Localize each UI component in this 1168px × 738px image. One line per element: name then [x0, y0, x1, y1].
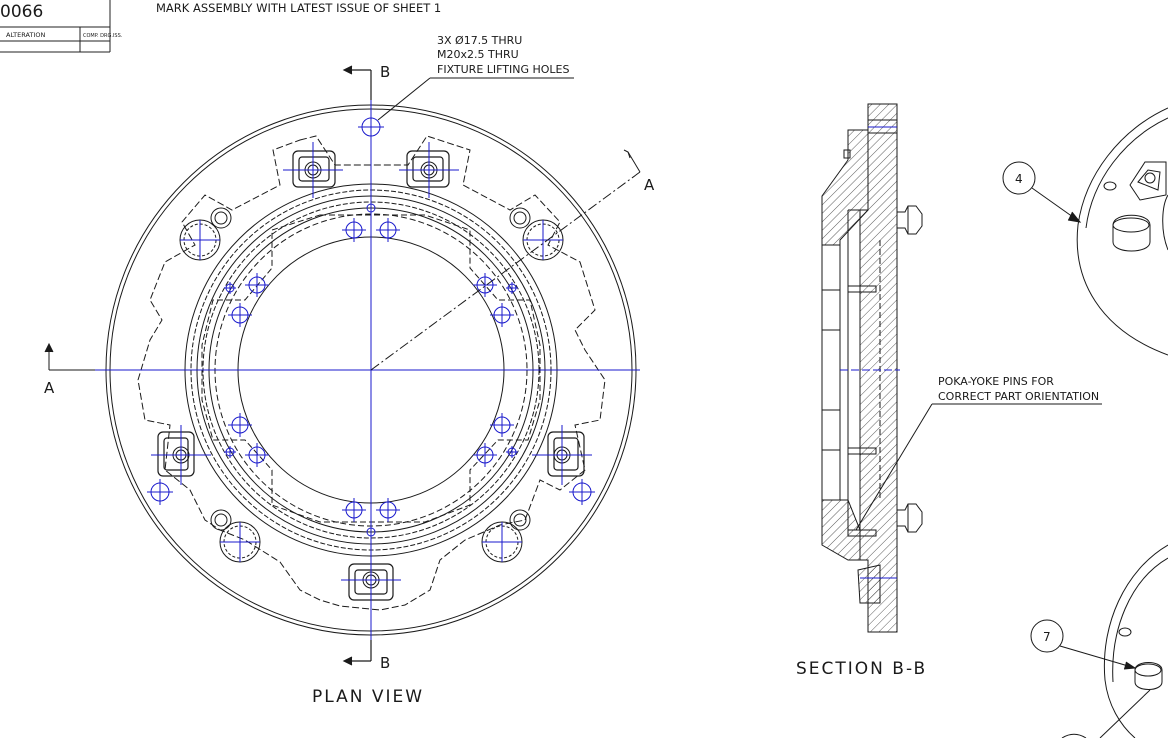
inner-cog-profile — [201, 214, 541, 523]
title-block-alteration-header: ALTERATION — [6, 31, 45, 39]
section-mark-a-left: A — [44, 379, 55, 397]
lifting-holes-leader — [377, 77, 574, 121]
section-b-cut-marks — [342, 65, 372, 666]
section-mark-b-bottom: B — [380, 654, 390, 672]
title-block-comp-header: COMP. DRG.ISS. — [83, 33, 123, 39]
section-a-cut-line — [44, 149, 641, 371]
drawing-number: 0066 — [0, 2, 43, 22]
lifting-note-line-1: 3X Ø17.5 THRU — [437, 34, 522, 47]
isometric-detail — [1061, 107, 1168, 738]
section-view-label: SECTION B-B — [796, 659, 927, 679]
plan-view-label: PLAN VIEW — [312, 687, 424, 707]
lifting-note-line-3: FIXTURE LIFTING HOLES — [437, 63, 570, 76]
poka-note-line-1: POKA-YOKE PINS FOR — [938, 375, 1054, 388]
section-mark-a-right: A — [644, 176, 655, 194]
hole-markers — [147, 117, 595, 610]
section-b-b — [821, 103, 923, 633]
poka-note-line-2: CORRECT PART ORIENTATION — [938, 390, 1099, 403]
centerlines — [95, 100, 640, 640]
balloon-7 — [1030, 619, 1137, 670]
balloon-4 — [1002, 161, 1082, 223]
section-mark-b-top: B — [380, 63, 390, 81]
fixture-profile — [137, 135, 606, 611]
title-block — [0, 0, 111, 53]
balloon-7-label: 7 — [1043, 630, 1051, 644]
assembly-note: MARK ASSEMBLY WITH LATEST ISSUE OF SHEET… — [156, 1, 441, 15]
poka-yoke-leader — [855, 403, 1102, 531]
balloon-4-label: 4 — [1015, 172, 1023, 186]
lifting-note-line-2: M20x2.5 THRU — [437, 48, 519, 61]
